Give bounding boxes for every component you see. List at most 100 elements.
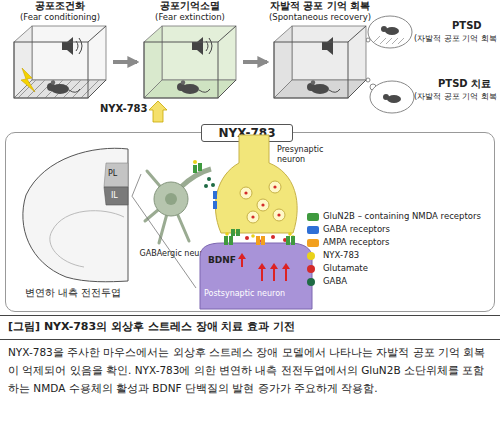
decor-circle [273,209,285,221]
decor-path [206,38,212,54]
drug-arrow [149,101,167,122]
legend-swatch [307,226,319,234]
legend-swatch [307,278,315,286]
decor-rect [261,236,265,245]
decor-path [282,263,290,269]
decor-path [258,263,266,269]
decor-path [199,89,210,92]
decor-rect [193,165,197,173]
shape-outline [270,24,370,100]
shape-outline [14,145,132,285]
node-text: (Fear extinction) [120,12,260,22]
connector-line [132,174,141,196]
decor-circle [193,160,197,164]
legend-row: GluN2B – containing NMDA receptors [305,211,495,223]
decor-circle [271,235,275,239]
decor-circle [251,215,254,218]
figure-title: [그림] NYX-783의 외상후 스트레스 장애 치료 효과 기전 [8,320,492,333]
decor-path [145,171,189,243]
decor-rect [229,236,233,245]
gaba-neuron: GABAergic neuron [141,151,211,266]
mouse-head [381,26,387,32]
decor-path [197,37,203,55]
node-text: 공포기억소멸 [120,0,260,12]
decor-path [67,37,73,55]
rule-line [0,339,500,340]
legend-row: AMPA receptors [305,237,495,249]
legend-row: NYX-783 [305,250,495,262]
decor-polygon [274,80,366,98]
decor-path [329,89,340,92]
shape-outline [141,151,211,246]
node-text: IL [111,191,118,201]
decor-circle [245,236,249,240]
decor-path [273,268,275,281]
decor-circle [207,177,211,181]
decor-circle [269,181,281,193]
legend-row: GABA [305,276,495,288]
node-text: 변연하 내측 전전두엽 [14,287,132,298]
decor-line [88,80,106,98]
decor-path [241,258,243,267]
decor-rect [236,229,240,236]
connector-line [132,196,196,288]
decor-path [200,243,312,309]
decor-circle [211,183,215,187]
decor-path [50,211,124,267]
decor-circle [257,199,269,211]
decor-path [23,148,128,281]
legend-text: Glutamate [323,263,368,273]
drug-label: NYX-783 [100,103,148,115]
decor-line [218,26,236,42]
node-text: Presynaptic neuron [277,145,329,164]
decor-rect [274,42,348,98]
decor-rect [14,42,88,98]
node-text: 자발적 공포 기억 회복 [245,0,395,12]
node-text: (Spontaneous recovery) [245,12,395,22]
decor-path [261,268,263,281]
cage-box: 자발적 공포 기억 회복(Spontaneous recovery) [270,0,370,100]
decor-circle [165,193,177,205]
decor-rect [62,42,67,50]
legend-swatch [307,265,315,273]
shape-outline [196,239,316,309]
decor-line [348,26,366,42]
legend-text: GluN2B – containing NMDA receptors [323,211,481,221]
brain-section: PL IL 변연하 내측 전전두엽 [14,145,132,305]
decor-line [72,80,90,98]
decor-rect [192,42,197,50]
node-text: PL [108,169,117,179]
thought-bubble [368,16,412,48]
decor-rect [213,201,217,209]
decor-rect [198,163,202,171]
decor-circle [240,187,252,199]
connector-line [243,60,267,64]
decor-rect [256,236,260,245]
decor-rect [291,236,295,245]
decor-polygon [144,80,236,98]
decor-circle [311,80,315,84]
postsynaptic-neuron: BDNFPostsynaptic neuron [196,239,316,309]
mechanism-panel: NYX-783 PL IL 변연하 내측 전전두엽 GABAergic neuron Pr… [5,132,495,312]
shape-outline [140,24,240,100]
legend-swatch [307,239,319,247]
decor-rect [292,26,366,80]
decor-circle [181,80,185,84]
decor-rect [213,191,217,199]
outcome-note: (자발적 공포 기억 회복 [414,34,497,44]
decor-line [27,80,45,98]
outcome-label: PTSD [452,20,482,32]
decor-polygon [21,68,35,92]
decor-circle [288,232,292,236]
decor-circle [225,232,229,236]
decor-path [69,89,80,92]
thought-dot [366,78,370,82]
cage-box: 공포기억소멸(Fear extinction) [140,0,240,100]
node-text: Postsynaptic neuron [204,289,314,299]
mouse-body [387,95,401,103]
decor-circle [261,203,264,206]
thought-bubble [370,81,414,113]
decor-circle [51,80,55,84]
outcome-note: (자발적 공포 기억 회복 [414,92,497,102]
